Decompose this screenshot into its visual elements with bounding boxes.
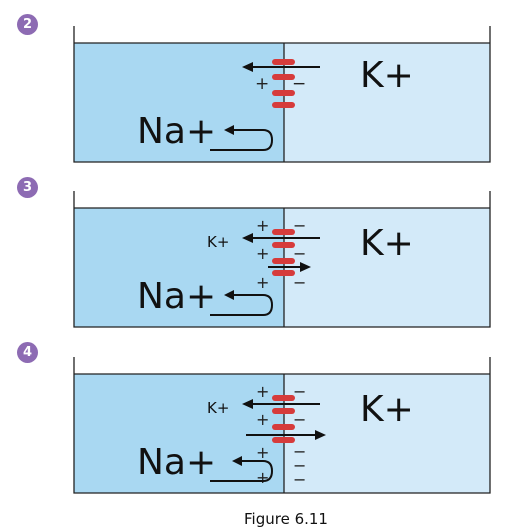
arrowhead-icon: [242, 233, 253, 243]
membrane-sign-minus: −: [293, 244, 306, 263]
k-ion-label: K+: [360, 223, 414, 264]
membrane-sign-minus: −: [292, 74, 306, 94]
na-ion-label: Na+: [137, 111, 216, 152]
membrane-sign-minus: −: [293, 273, 306, 292]
membrane-sign-plus: +: [256, 273, 269, 292]
membrane-sign-minus: −: [293, 216, 306, 235]
membrane-sign-plus: +: [256, 443, 269, 462]
membrane-sign-plus: +: [256, 244, 269, 263]
na-return-arrow: [210, 294, 274, 316]
membrane-sign-plus: +: [256, 468, 269, 487]
diagram-panel-step-4: + + + + − − − − − K+ K+ Na+: [0, 331, 520, 494]
ion-channel: [272, 242, 295, 248]
ion-channel: [272, 424, 295, 430]
container-outline: [73, 26, 491, 163]
left-compartment: [74, 208, 284, 327]
ion-channel: [272, 59, 295, 65]
step-badge-2: 2: [17, 14, 38, 35]
k-ion-label: K+: [360, 55, 414, 96]
arrowhead-icon: [315, 430, 326, 440]
left-compartment: [74, 43, 284, 162]
na-return-arrow: [210, 460, 274, 482]
membrane-sign-minus: −: [293, 470, 306, 489]
right-compartment: [284, 208, 490, 327]
k-small-label: K+: [207, 233, 229, 251]
compartment-diagram: + + + − − − K+ K+ Na+: [73, 191, 491, 328]
compartment-diagram: + − K+ Na+: [73, 26, 491, 163]
step-badge-4: 4: [17, 342, 38, 363]
membrane-sign-minus: −: [293, 456, 306, 475]
na-ion-label: Na+: [137, 276, 216, 317]
ion-channel: [272, 229, 295, 235]
ion-channel: [272, 270, 295, 276]
membrane-sign-minus: −: [293, 442, 306, 461]
membrane-sign-minus: −: [293, 382, 306, 401]
compartment-diagram: + + + + − − − − − K+ K+ Na+: [73, 357, 491, 494]
ion-channel: [272, 102, 295, 108]
arrowhead-icon: [242, 62, 253, 72]
left-compartment: [74, 374, 284, 493]
membrane-sign-minus: −: [293, 410, 306, 429]
arrowhead-icon: [224, 125, 234, 135]
container-outline: [73, 357, 491, 494]
na-return-arrow: [210, 129, 274, 151]
arrowhead-icon: [300, 262, 311, 272]
container-outline: [73, 191, 491, 328]
ion-channel: [272, 395, 295, 401]
ion-channel: [272, 258, 295, 264]
ion-channel: [272, 437, 295, 443]
ion-channel: [272, 408, 295, 414]
k-small-label: K+: [207, 399, 229, 417]
right-compartment: [284, 43, 490, 162]
ion-channel: [272, 90, 295, 96]
ion-channel: [272, 74, 295, 80]
membrane-sign-plus: +: [256, 382, 269, 401]
k-ion-label: K+: [360, 389, 414, 430]
na-ion-label: Na+: [137, 442, 216, 483]
arrowhead-icon: [232, 456, 242, 466]
figure-caption: Figure 6.11: [244, 510, 328, 528]
step-badge-3: 3: [17, 177, 38, 198]
arrowhead-icon: [224, 290, 234, 300]
membrane-sign-plus: +: [256, 410, 269, 429]
membrane-sign-plus: +: [255, 74, 269, 94]
membrane-sign-plus: +: [256, 216, 269, 235]
diagram-panel-step-3: + + + − − − K+ K+ Na+: [0, 165, 520, 328]
arrowhead-icon: [242, 399, 253, 409]
diagram-panel-step-2: + − K+ Na+: [0, 0, 520, 163]
